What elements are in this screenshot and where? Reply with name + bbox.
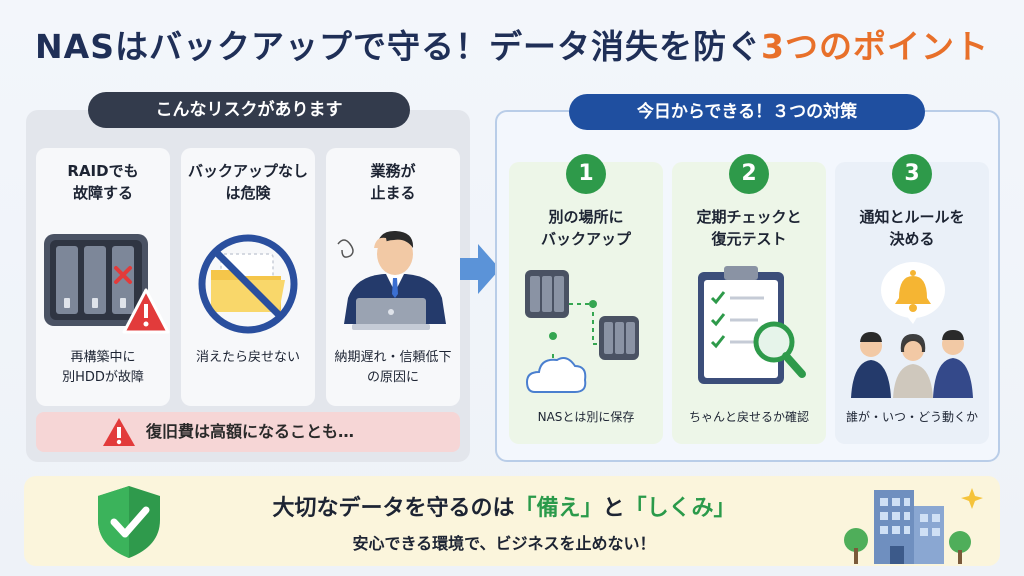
arrow-right-icon [460, 244, 500, 294]
office-building-icon [844, 488, 983, 564]
step-number: 3 [892, 154, 932, 194]
risk-card-caption: 消えたら戻せない [195, 350, 300, 365]
bell-team-icon [851, 262, 973, 398]
risk-card-business-stop: 業務が 止まる 納期遅れ・信頼低下 の原因に [326, 148, 460, 406]
risk-card-title: バックアップなし は危険 [187, 162, 308, 202]
risk-card-title: RAIDでも 故障する [67, 162, 139, 202]
clipboard-check-icon [698, 266, 806, 384]
shield-check-icon [98, 486, 160, 558]
step-title: 定期チェックと 復元テスト [696, 208, 802, 248]
step-card-3: 3 通知とルールを 決める 誰が・いつ・どう動くか [835, 154, 989, 444]
step-title: 別の場所に バックアップ [540, 208, 631, 248]
step-number: 2 [729, 154, 769, 194]
step-card-1: 1 別の場所に バックアップ NASとは別に保存 [509, 154, 663, 444]
step-title: 通知とルールを 決める [859, 208, 965, 248]
measures-header: 今日からできる！３つの対策 [569, 94, 925, 130]
summary-banner: 大切なデータを守るのは「備え」と「しくみ」 安心できる環境で、ビジネスを止めない… [24, 476, 1000, 566]
risk-card-no-backup: バックアップなし は危険 消えたら戻せない [181, 148, 315, 406]
cost-warning-text: 復旧費は高額になることも… [146, 422, 355, 441]
step-caption: 誰が・いつ・どう動くか [845, 410, 978, 424]
measures-panel: 今日からできる！３つの対策 1 別の場所に バックアップ NASとは別に保存 2… [495, 94, 1000, 462]
nas-cloud-backup-icon [525, 270, 639, 393]
risk-card-raid: RAIDでも 故障する 再構築中に 別HDDが故障 [36, 148, 170, 406]
step-card-2: 2 定期チェックと 復元テスト ちゃんと戻せるか確認 [672, 154, 826, 444]
step-caption: NASとは別に保存 [537, 410, 635, 424]
risk-card-title: 業務が 止まる [370, 162, 416, 202]
page-title: NASはバックアップで守る！データ消失を防ぐ3つのポイント [0, 20, 1024, 68]
banner-subline: 安心できる環境で、ビジネスを止めない！ [352, 534, 656, 553]
step-caption: ちゃんと戻せるか確認 [688, 410, 809, 424]
step-number: 1 [566, 154, 606, 194]
no-folder-icon [198, 234, 298, 334]
risk-card-caption: 再構築中に 別HDDが故障 [62, 350, 144, 385]
banner-headline: 大切なデータを守るのは「備え」と「しくみ」 [272, 496, 736, 521]
warning-icon [103, 418, 135, 446]
nas-failure-icon [44, 234, 170, 334]
title-accent: 3つのポイント [760, 27, 989, 66]
risk-panel: こんなリスクがあります RAIDでも 故障する 再構 [26, 92, 470, 462]
worried-worker-icon [337, 230, 446, 330]
title-main: NASはバックアップで守る！データ消失を防ぐ [35, 27, 761, 66]
risk-header: こんなリスクがあります [88, 92, 410, 128]
cost-warning-bar: 復旧費は高額になることも… [36, 412, 460, 452]
risk-card-caption: 納期遅れ・信頼低下 の原因に [334, 350, 452, 385]
